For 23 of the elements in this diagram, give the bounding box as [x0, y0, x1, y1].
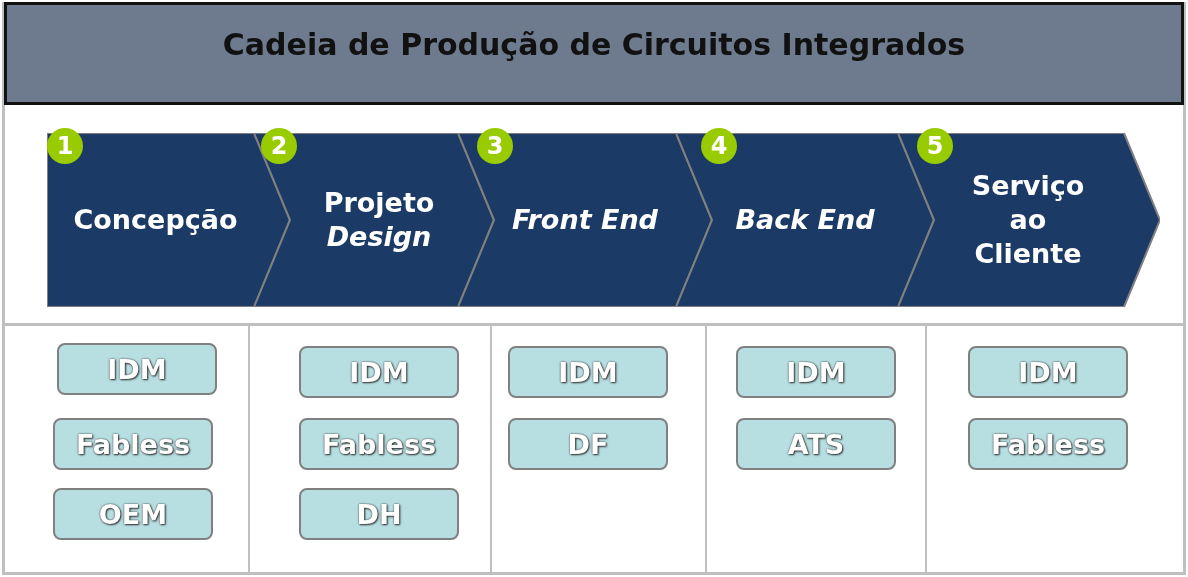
role-tag: Fabless	[968, 418, 1128, 470]
step-number: 5	[917, 128, 953, 164]
role-tag: IDM	[508, 346, 668, 398]
role-tag: IDM	[299, 346, 459, 398]
role-tag: IDM	[736, 346, 896, 398]
step-number: 2	[261, 128, 297, 164]
stage-label: Front End	[511, 203, 659, 238]
step-number: 1	[47, 128, 83, 164]
stage-label: Back End	[734, 203, 876, 238]
step-number: 4	[701, 128, 737, 164]
role-tag: DH	[299, 488, 459, 540]
role-tag: DF	[508, 418, 668, 470]
role-tag: OEM	[53, 488, 213, 540]
title-bar: Cadeia de Produção de Circuitos Integrados	[4, 2, 1184, 105]
stage-label: Concepção	[72, 203, 239, 238]
role-tag: Fabless	[53, 418, 213, 470]
role-tag: ATS	[736, 418, 896, 470]
role-tag: IDM	[968, 346, 1128, 398]
stage-label: Projeto Design	[322, 186, 436, 254]
role-tag: IDM	[57, 343, 217, 395]
step-number: 3	[477, 128, 513, 164]
role-tag: Fabless	[299, 418, 459, 470]
stage-label: Serviço ao Cliente	[970, 169, 1086, 271]
